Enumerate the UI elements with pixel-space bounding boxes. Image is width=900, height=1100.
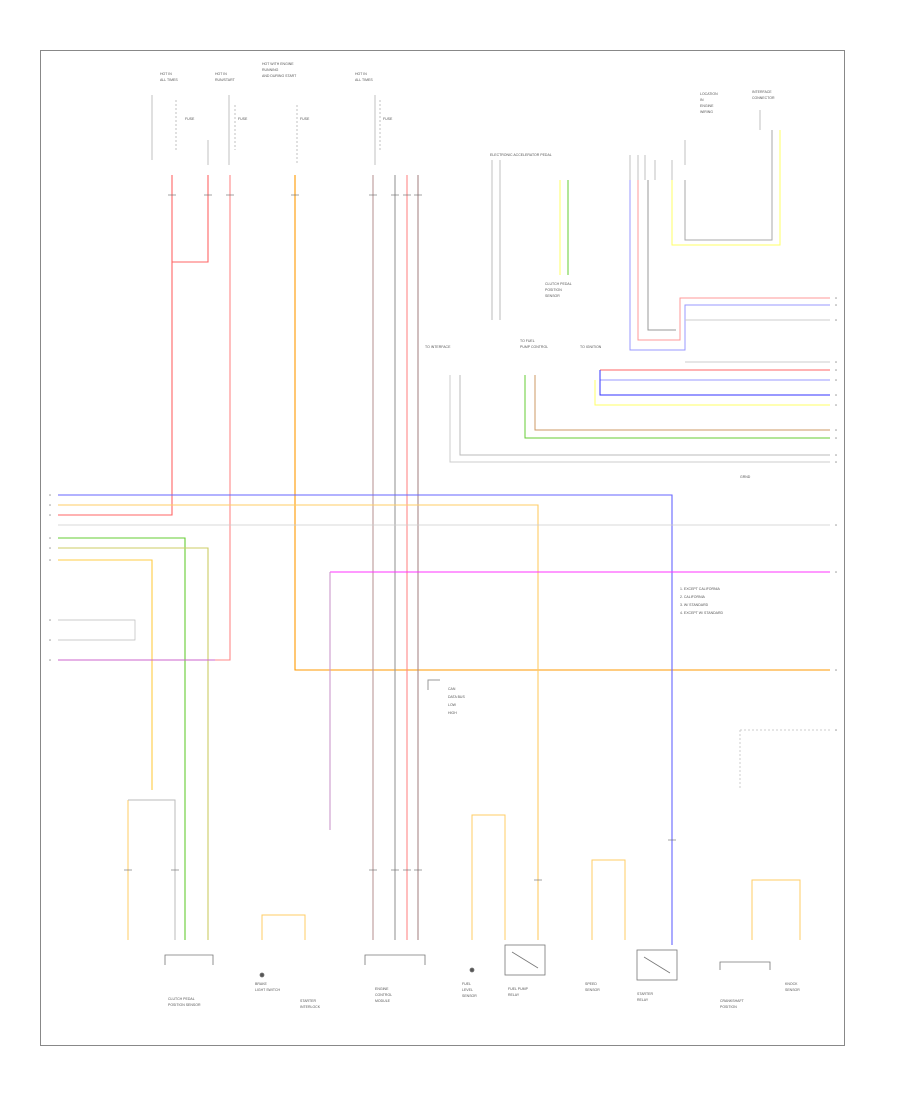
label-text: CAN bbox=[448, 687, 456, 691]
bottom-component-wires bbox=[127, 679, 830, 940]
label-text: FUSE bbox=[383, 117, 393, 121]
label-text: 2. CALIFORNIA bbox=[680, 595, 706, 599]
label-text: TO IGNITION bbox=[580, 345, 602, 349]
label-text: CLUTCH PEDAL bbox=[545, 282, 572, 286]
label-text: RELAY bbox=[637, 998, 649, 1002]
label-text: 1. EXCEPT CALIFORNIA bbox=[680, 587, 720, 591]
label-text: POSITION SENSOR bbox=[168, 1003, 201, 1007]
label-text: FUSE bbox=[300, 117, 310, 121]
label-text: HOT IN bbox=[160, 72, 172, 76]
label-text: WIRING bbox=[700, 110, 713, 114]
label-text: CLUTCH PEDAL bbox=[168, 997, 195, 1001]
label-text: BRAKE bbox=[255, 982, 268, 986]
label-text: FUEL PUMP bbox=[508, 987, 529, 991]
central-wire-bundle bbox=[372, 175, 419, 940]
diagram-frame bbox=[40, 50, 845, 1046]
bottom-components bbox=[164, 944, 771, 981]
right-edge-terminals bbox=[835, 297, 837, 731]
label-text: ALL TIMES bbox=[160, 78, 178, 82]
label-text: CONNECTOR bbox=[752, 96, 775, 100]
label-text: ENGINE bbox=[700, 104, 714, 108]
relay-switch-1 bbox=[511, 951, 539, 969]
label-text: IN bbox=[700, 98, 704, 102]
left-stub-wires bbox=[58, 619, 136, 641]
label-text: STARTER bbox=[300, 999, 316, 1003]
left-edge-terminals bbox=[49, 494, 51, 661]
label-text: SENSOR bbox=[462, 994, 477, 998]
label-text: LOCATION bbox=[700, 92, 718, 96]
label-text: ELECTRONIC ACCELERATOR PEDAL bbox=[490, 153, 552, 157]
label-text: MODULE bbox=[375, 999, 391, 1003]
label-text: DATA BUS bbox=[448, 695, 465, 699]
ground-point bbox=[469, 967, 475, 973]
label-text: HOT WITH ENGINE bbox=[262, 62, 294, 66]
label-text: RUNNING bbox=[262, 68, 279, 72]
label-text: RUN/START bbox=[215, 78, 236, 82]
label-text: HOT IN bbox=[355, 72, 367, 76]
engine-control-module-connector bbox=[364, 954, 426, 965]
left-signal-wires bbox=[58, 537, 209, 940]
note-block: CAN DATA BUS LOW HIGH 1. EXCEPT CALIFORN… bbox=[448, 587, 724, 715]
label-text: PUMP CONTROL bbox=[520, 345, 548, 349]
label-text: GRND bbox=[740, 475, 751, 479]
label-text: LEVEL bbox=[462, 988, 473, 992]
ground-point bbox=[259, 972, 265, 978]
label-text: LIGHT SWITCH bbox=[255, 988, 280, 992]
label-text: HOT IN bbox=[215, 72, 227, 76]
label-text: SPEED bbox=[585, 982, 597, 986]
label-text: SENSOR bbox=[785, 988, 800, 992]
label-text: KNOCK bbox=[785, 982, 798, 986]
relay-box-1 bbox=[504, 944, 546, 976]
orange-wire bbox=[294, 175, 830, 671]
label-text: CRANKSHAFT bbox=[720, 999, 745, 1003]
label-text: LOW bbox=[448, 703, 457, 707]
label-text: AND DURING START bbox=[262, 74, 297, 78]
label-text: SENSOR bbox=[545, 294, 560, 298]
connector-ticks bbox=[124, 194, 676, 881]
label-text: INTERLOCK bbox=[300, 1005, 321, 1009]
clutch-switch-connector bbox=[164, 954, 214, 965]
right-bus-wires bbox=[449, 361, 830, 463]
label-text: CONTROL bbox=[375, 993, 392, 997]
label-text: SENSOR bbox=[585, 988, 600, 992]
blue-wire bbox=[58, 494, 673, 945]
pedal-wires bbox=[491, 180, 569, 320]
label-text: FUSE bbox=[185, 117, 195, 121]
label-text: POSITION bbox=[545, 288, 562, 292]
label-text: 4. EXCEPT W/ STANDARD bbox=[680, 611, 724, 615]
bottom-labels: CLUTCH PEDAL POSITION SENSOR BRAKE LIGHT… bbox=[168, 982, 800, 1009]
label-text: ALL TIMES bbox=[355, 78, 373, 82]
label-text: RELAY bbox=[508, 993, 520, 997]
label-text: POSITION bbox=[720, 1005, 737, 1009]
yellow-wire bbox=[58, 504, 539, 940]
label-text: ENGINE bbox=[375, 987, 389, 991]
relay-switch-2 bbox=[643, 956, 671, 974]
label-text: 3. W/ STANDARD bbox=[680, 603, 709, 607]
label-text: FUEL bbox=[462, 982, 471, 986]
label-text: FUSE bbox=[238, 117, 248, 121]
sensor-connector bbox=[719, 961, 771, 970]
top-fuse-blocks bbox=[151, 95, 761, 200]
relay-box-2 bbox=[636, 949, 678, 981]
label-text: HIGH bbox=[448, 711, 457, 715]
label-text: STARTER bbox=[637, 992, 653, 996]
top-right-wires bbox=[629, 130, 830, 351]
red-wires bbox=[58, 175, 231, 661]
magenta-wire bbox=[58, 571, 830, 830]
top-labels: HOT IN ALL TIMES HOT IN RUN/START HOT WI… bbox=[160, 62, 775, 479]
label-text: INTERFACE bbox=[752, 90, 772, 94]
label-text: TO FUEL bbox=[520, 339, 535, 343]
label-text: TO INTERFACE bbox=[425, 345, 451, 349]
